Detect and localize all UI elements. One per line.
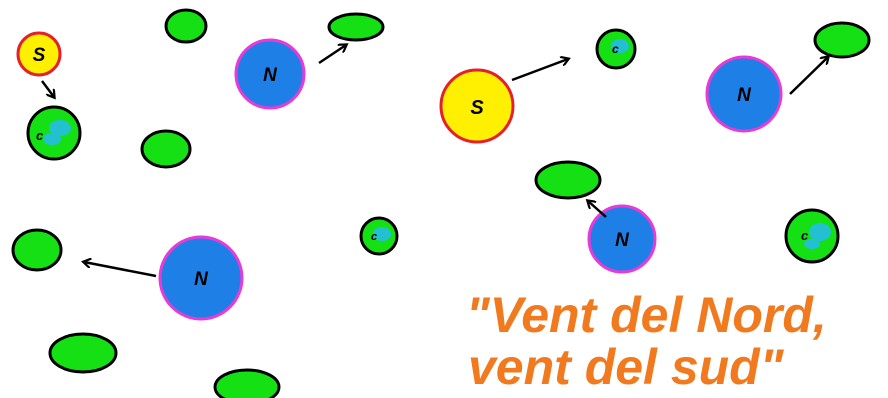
- cloud-label: c: [371, 231, 377, 243]
- north-label: N: [737, 85, 752, 106]
- wind-arrow: [318, 45, 346, 65]
- planet: [813, 21, 871, 59]
- north-label: N: [263, 65, 278, 86]
- cloud-planet: c: [784, 208, 840, 264]
- north-label: N: [194, 269, 209, 290]
- title-line-2: vent del sud": [468, 339, 784, 395]
- planet: [48, 332, 118, 374]
- planet: [11, 228, 63, 272]
- title-line-1: "Vent del Nord,: [466, 287, 827, 343]
- planet: [164, 8, 208, 44]
- cloud-planet: c: [26, 105, 82, 161]
- south-label: S: [33, 45, 46, 66]
- wind-arrow: [511, 59, 568, 82]
- cloud-label: c: [36, 128, 44, 143]
- south-wind: S: [16, 31, 62, 77]
- planet: [140, 129, 192, 169]
- cloud-planet: c: [359, 216, 399, 256]
- cloud-label: c: [801, 228, 809, 243]
- south-label: S: [470, 97, 484, 119]
- north-wind: N: [234, 38, 306, 110]
- wind-arrow: [789, 57, 828, 95]
- south-wind: S: [439, 68, 515, 144]
- north-wind: N: [158, 235, 244, 321]
- north-label: N: [615, 230, 630, 251]
- planet: [213, 368, 281, 398]
- cloud-planet: c: [595, 28, 637, 70]
- cloud-label: c: [612, 42, 619, 56]
- planet: [327, 12, 385, 42]
- wind-arrow: [588, 201, 607, 218]
- planet: [534, 160, 602, 200]
- wind-arrow: [41, 80, 54, 97]
- wind-arrow: [84, 262, 157, 278]
- north-wind: N: [587, 204, 657, 274]
- north-wind: N: [705, 55, 783, 133]
